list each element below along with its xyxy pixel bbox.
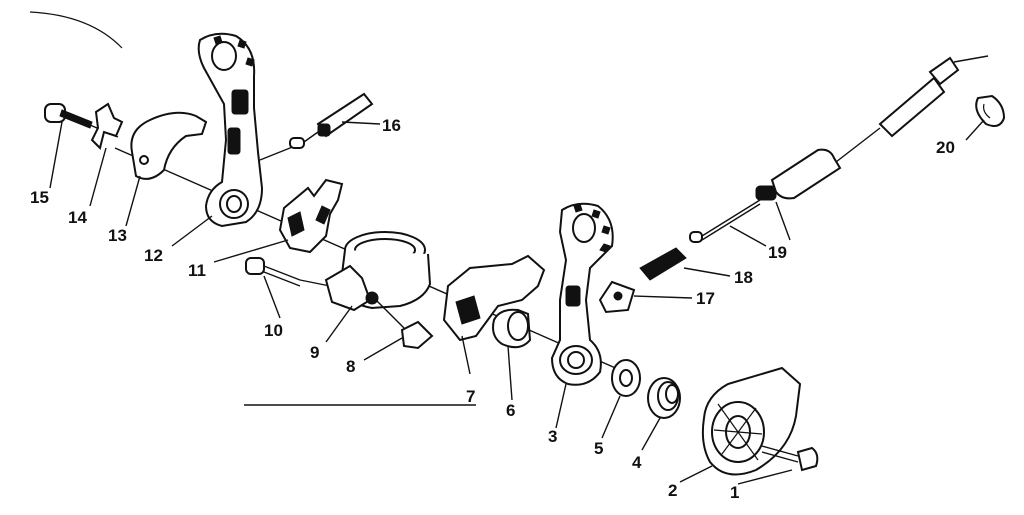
part-13-plate — [130, 111, 208, 180]
label-17: 17 — [696, 289, 715, 308]
part-20-ring — [975, 94, 1006, 127]
label-7: 7 — [466, 387, 475, 406]
part-19-cable — [701, 55, 989, 241]
label-14: 14 — [68, 208, 87, 227]
label-19: 19 — [768, 243, 787, 262]
label-20: 20 — [936, 138, 955, 157]
leader-lines — [49, 119, 985, 485]
part-1-screw — [761, 445, 819, 472]
label-15: 15 — [30, 188, 49, 207]
part-5-washer — [611, 359, 641, 397]
label-8: 8 — [346, 357, 355, 376]
label-5: 5 — [594, 439, 603, 458]
part-7-bracket-plate — [442, 254, 546, 342]
label-12: 12 — [144, 246, 163, 265]
label-18: 18 — [734, 268, 753, 287]
part-14-wing-nut — [90, 102, 124, 150]
label-10: 10 — [264, 321, 283, 340]
label-9: 9 — [310, 343, 319, 362]
part-3-lever — [550, 202, 614, 386]
part-8-nut — [375, 299, 434, 350]
part-16-cable — [259, 92, 374, 161]
part-9-clamp — [324, 231, 432, 312]
part-6-bushing — [492, 308, 532, 349]
label-4: 4 — [632, 453, 642, 472]
label-2: 2 — [668, 481, 677, 500]
label-13: 13 — [108, 226, 127, 245]
label-6: 6 — [506, 401, 515, 420]
part-12-lever — [197, 32, 264, 228]
part-2-knob — [701, 366, 802, 476]
part-10-bolt — [245, 257, 331, 287]
part-11-bracket — [278, 178, 344, 254]
label-1: 1 — [730, 483, 739, 502]
part-18-spring — [639, 231, 703, 281]
label-16: 16 — [382, 116, 401, 135]
label-11: 11 — [188, 261, 206, 280]
part-17-bracket — [598, 280, 636, 314]
part-4-spring — [647, 377, 681, 419]
label-3: 3 — [548, 427, 557, 446]
part-15-screw — [44, 103, 119, 138]
scan-mark — [29, 11, 123, 49]
